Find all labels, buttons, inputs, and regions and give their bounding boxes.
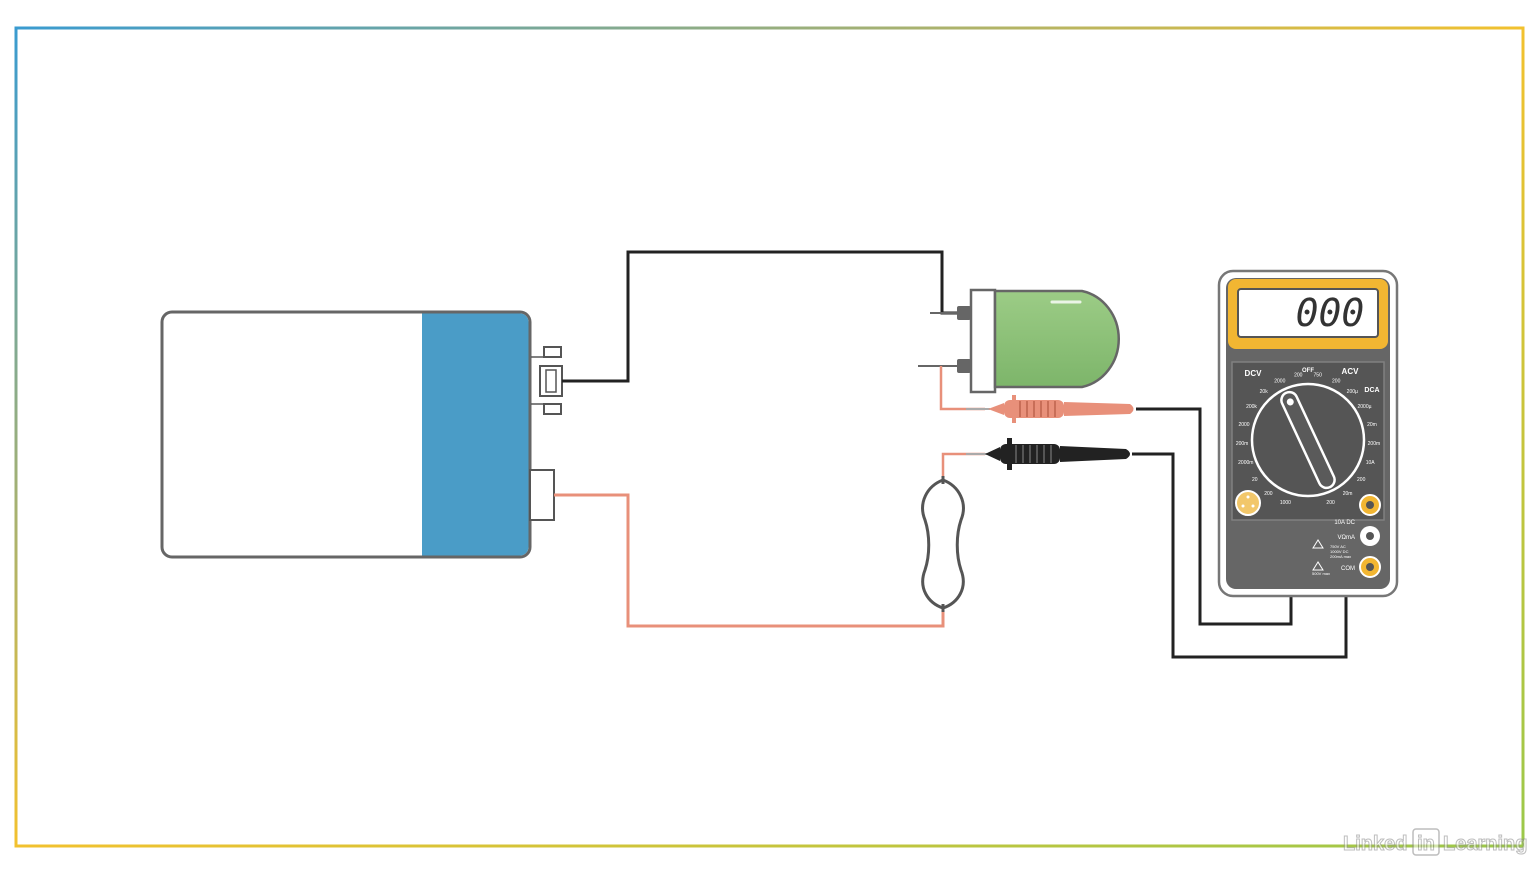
dial-range-label: 20m — [1343, 491, 1353, 497]
hfe-socket — [1235, 490, 1261, 516]
black-probe — [966, 438, 1130, 470]
dial-range-label: 200µ — [1347, 389, 1358, 395]
dial-range-label: 200 — [1294, 373, 1303, 379]
dial-range-labels: 1000 200 20 2000m 200m 2000 200k 20k 2000 200 750 2… — [1236, 373, 1380, 506]
linkedin-learning-watermark: Linked in Learning — [1343, 828, 1528, 856]
dial-range-label: 200 — [1326, 500, 1335, 506]
battery-positive-terminal — [529, 469, 555, 521]
meter-note-4: 500V max — [1312, 571, 1330, 576]
dial-range-label: 200k — [1246, 404, 1257, 410]
watermark-left: Linked — [1343, 833, 1407, 855]
jack-label-com: COM — [1341, 566, 1355, 572]
dial-label-dcv: DCV — [1245, 369, 1263, 378]
battery-9v — [160, 310, 563, 559]
black-probe-cable — [1132, 452, 1348, 659]
knob-pointer — [1280, 390, 1336, 490]
dial-range-label: 200 — [1264, 491, 1273, 497]
dial-range-label: 20k — [1260, 389, 1269, 395]
dial-range-label: 2000 — [1238, 422, 1249, 428]
dial-range-label: 2000m — [1238, 460, 1253, 466]
dial-range-label: 200 — [1357, 477, 1366, 483]
dial-range-label: 2000 — [1274, 378, 1285, 384]
red-probe — [966, 395, 1134, 423]
meter-display-window — [1237, 288, 1379, 338]
dial-range-label: 200 — [1332, 378, 1341, 384]
lamp-resistor — [921, 452, 985, 612]
negative-wire — [562, 250, 958, 383]
dial-range-label: 20m — [1367, 422, 1377, 428]
led-base — [969, 288, 997, 394]
dial-label-dca: DCA — [1364, 387, 1379, 394]
dial-range-label: 20 — [1252, 477, 1258, 483]
meter-note-1: 750V AC — [1330, 544, 1346, 549]
dial-range-label: 750 — [1314, 373, 1323, 379]
red-probe-cable — [1136, 407, 1293, 626]
watermark-badge-box — [1412, 828, 1440, 856]
watermark-badge: in — [1417, 833, 1435, 855]
led — [918, 288, 1120, 411]
battery-negative-terminal — [531, 346, 563, 415]
meter-note-2: 1000V DC — [1330, 549, 1349, 554]
dial-range-label: 200m — [1236, 441, 1249, 447]
dial-range-label: 2000µ — [1357, 404, 1371, 410]
jack-label-10a: 10A DC — [1334, 520, 1355, 526]
meter-display-reading: 000 — [1296, 291, 1365, 335]
slide-frame — [14, 26, 1525, 848]
led-dome — [993, 289, 1120, 389]
dial-label-off: OFF — [1302, 368, 1314, 374]
watermark-right: Learning — [1443, 833, 1527, 855]
battery-band — [422, 313, 529, 556]
multimeter: 000 DCV OFF ACV DCA 1000 200 20 2000m 200m 20… — [1217, 269, 1399, 598]
dial-label-acv: ACV — [1342, 367, 1360, 376]
meter-note-3: 200mA max — [1330, 554, 1351, 559]
dial-range-label: 1000 — [1280, 500, 1291, 506]
jack-label-vohm: VΩmA — [1338, 535, 1356, 541]
dial-range-label: 10A — [1366, 460, 1376, 466]
dial-range-label: 200m — [1368, 441, 1381, 447]
positive-wire — [554, 493, 945, 628]
